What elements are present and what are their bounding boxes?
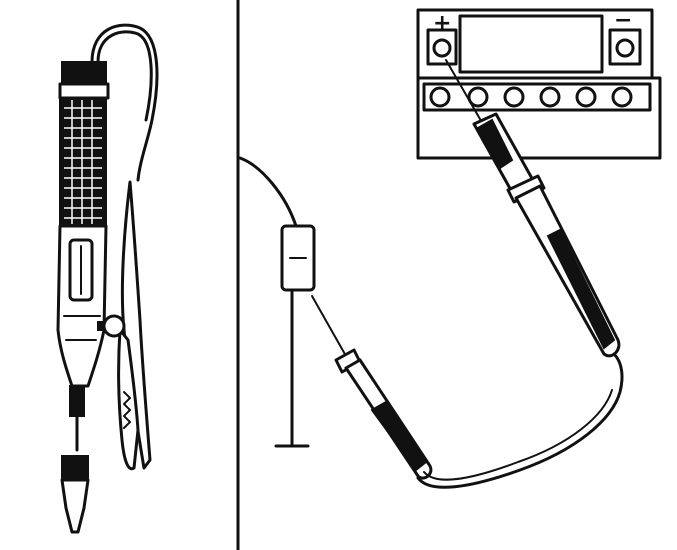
ground-lead xyxy=(238,156,316,448)
battery: + − xyxy=(416,8,662,160)
test-probe-positive xyxy=(445,59,621,358)
test-light-body-taper xyxy=(63,315,101,341)
cell-cap xyxy=(611,86,633,108)
battery-negative-terminal: − xyxy=(608,8,642,66)
test-probe-negative xyxy=(311,295,433,480)
probe-connecting-lead xyxy=(416,352,624,489)
ground-lead-wire xyxy=(238,156,298,228)
test-light-tip-sleeve xyxy=(61,455,89,481)
battery-cap-strip xyxy=(422,82,652,112)
cell-cap xyxy=(503,86,525,108)
probe-positive-needle xyxy=(445,59,485,127)
test-light-alligator-clip xyxy=(97,180,152,471)
battery-label-window xyxy=(458,14,604,74)
test-light-grip xyxy=(59,97,107,227)
test-light xyxy=(56,23,159,534)
probe-positive-grip xyxy=(546,228,616,350)
battery-cell-caps xyxy=(429,86,633,108)
probe-negative-needle xyxy=(311,295,347,357)
test-light-grip-knurl xyxy=(64,100,102,224)
clip-pivot-screw xyxy=(102,314,126,338)
clip-teeth xyxy=(123,391,131,429)
probe-positive-guard xyxy=(506,174,546,204)
probe-positive-tip-grip xyxy=(476,118,514,170)
probe-connecting-lead-inner xyxy=(423,389,613,481)
battery-positive-sign: + xyxy=(433,11,451,36)
clip-jaw-upper xyxy=(120,180,152,470)
test-light-top-cap xyxy=(61,61,107,85)
clip-pivot-pin xyxy=(97,321,105,331)
cell-cap xyxy=(429,86,451,108)
cell-cap xyxy=(539,86,561,108)
cell-cap xyxy=(467,86,489,108)
test-light-probe-tip xyxy=(60,478,90,534)
test-light-lead-wire xyxy=(90,23,159,182)
test-light-lead-wire-inner xyxy=(96,30,153,122)
battery-positive-terminal: + xyxy=(426,11,458,66)
battery-negative-sign: − xyxy=(614,8,632,33)
probe-negative-grip xyxy=(370,400,428,472)
test-light-collar xyxy=(58,82,110,100)
cell-cap xyxy=(575,86,597,108)
test-light-shaft xyxy=(69,385,85,417)
